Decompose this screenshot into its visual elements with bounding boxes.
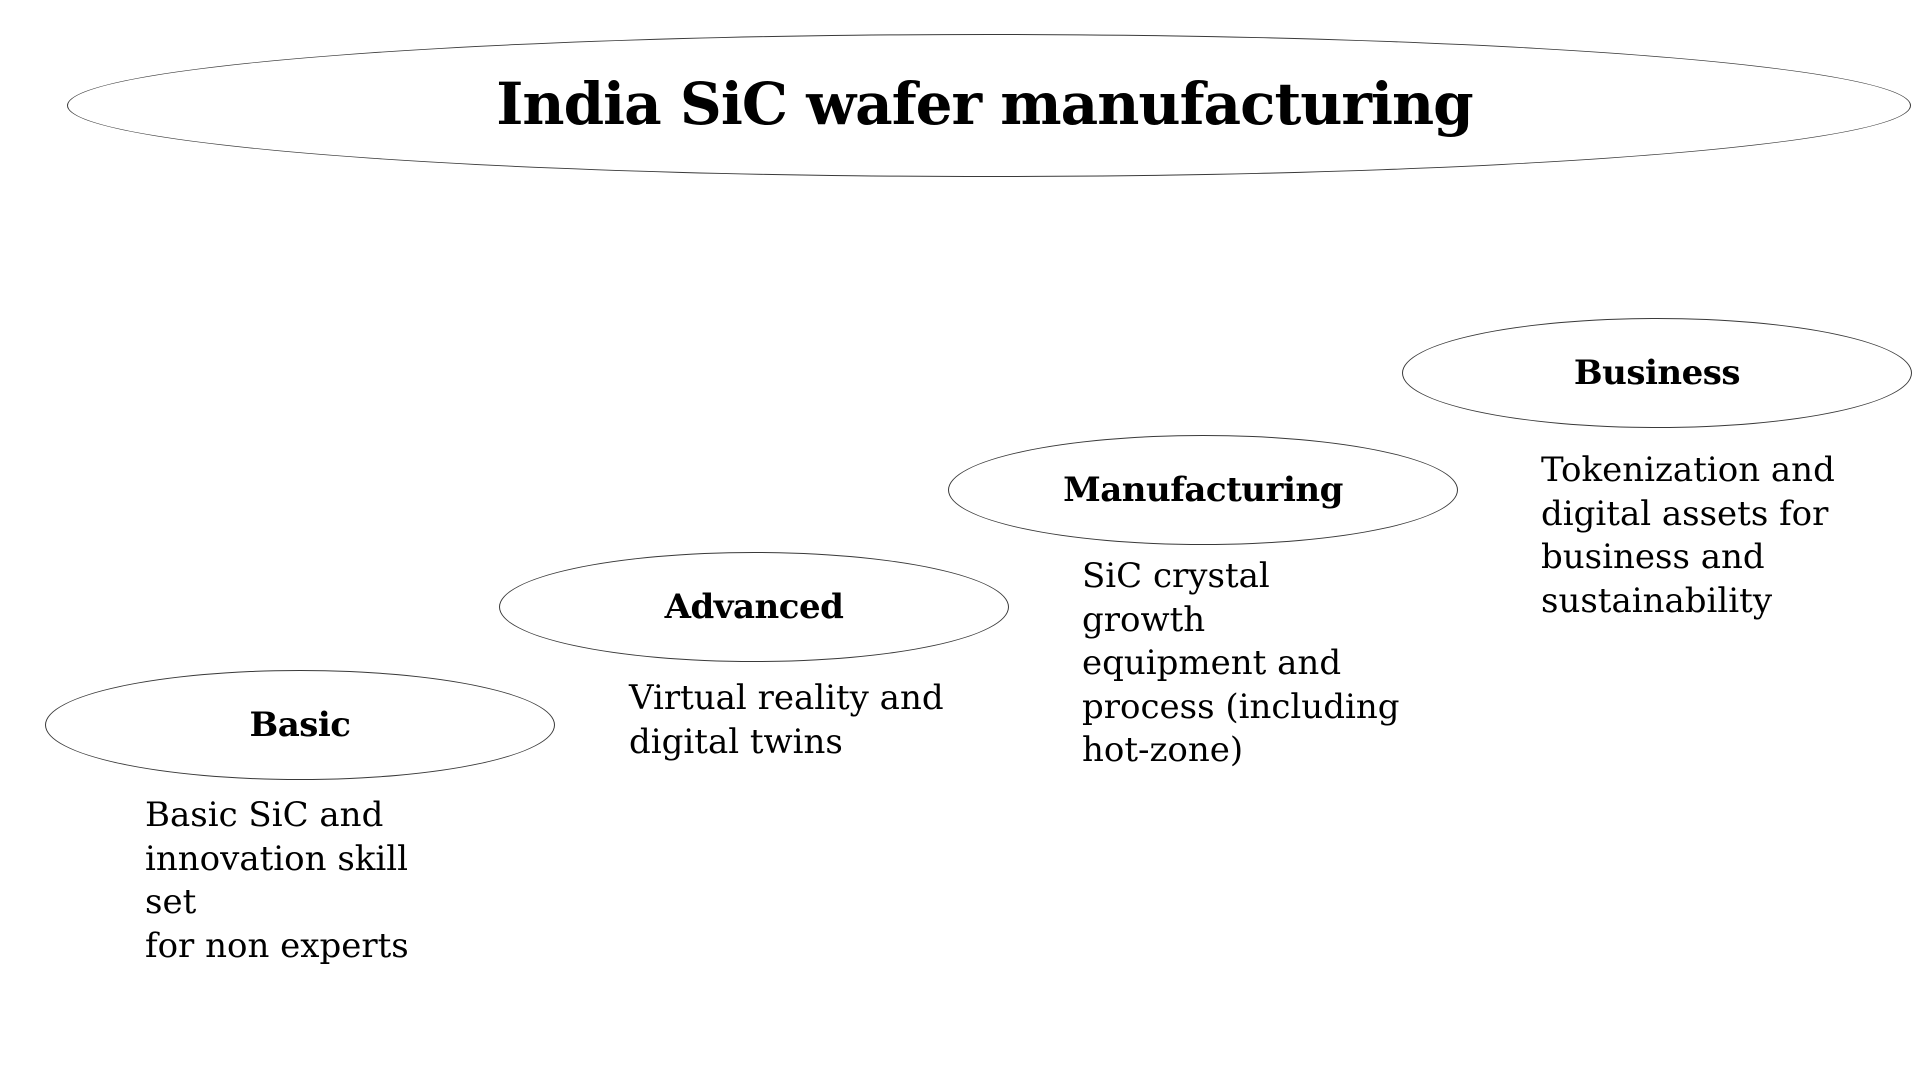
stage-business-description: Tokenization and digital assets for busi… xyxy=(1541,450,1835,621)
stage-manufacturing-ellipse: Manufacturing xyxy=(948,435,1458,545)
stage-advanced-ellipse: Advanced xyxy=(499,552,1009,662)
stage-basic-description: Basic SiC and innovation skill set for n… xyxy=(145,795,409,966)
stage-basic-label: Basic xyxy=(249,705,351,745)
title-ellipse: India SiC wafer manufacturing xyxy=(67,34,1911,177)
stage-business-ellipse: Business xyxy=(1402,318,1912,428)
stage-basic-ellipse: Basic xyxy=(45,670,555,780)
stage-advanced-label: Advanced xyxy=(664,587,844,627)
stage-manufacturing-description: SiC crystal growth equipment and process… xyxy=(1082,556,1400,770)
stage-manufacturing-label: Manufacturing xyxy=(1063,470,1343,510)
stage-business-label: Business xyxy=(1573,353,1741,393)
stage-advanced-description: Virtual reality and digital twins xyxy=(629,678,944,762)
diagram-title: India SiC wafer manufacturing xyxy=(496,69,1473,138)
